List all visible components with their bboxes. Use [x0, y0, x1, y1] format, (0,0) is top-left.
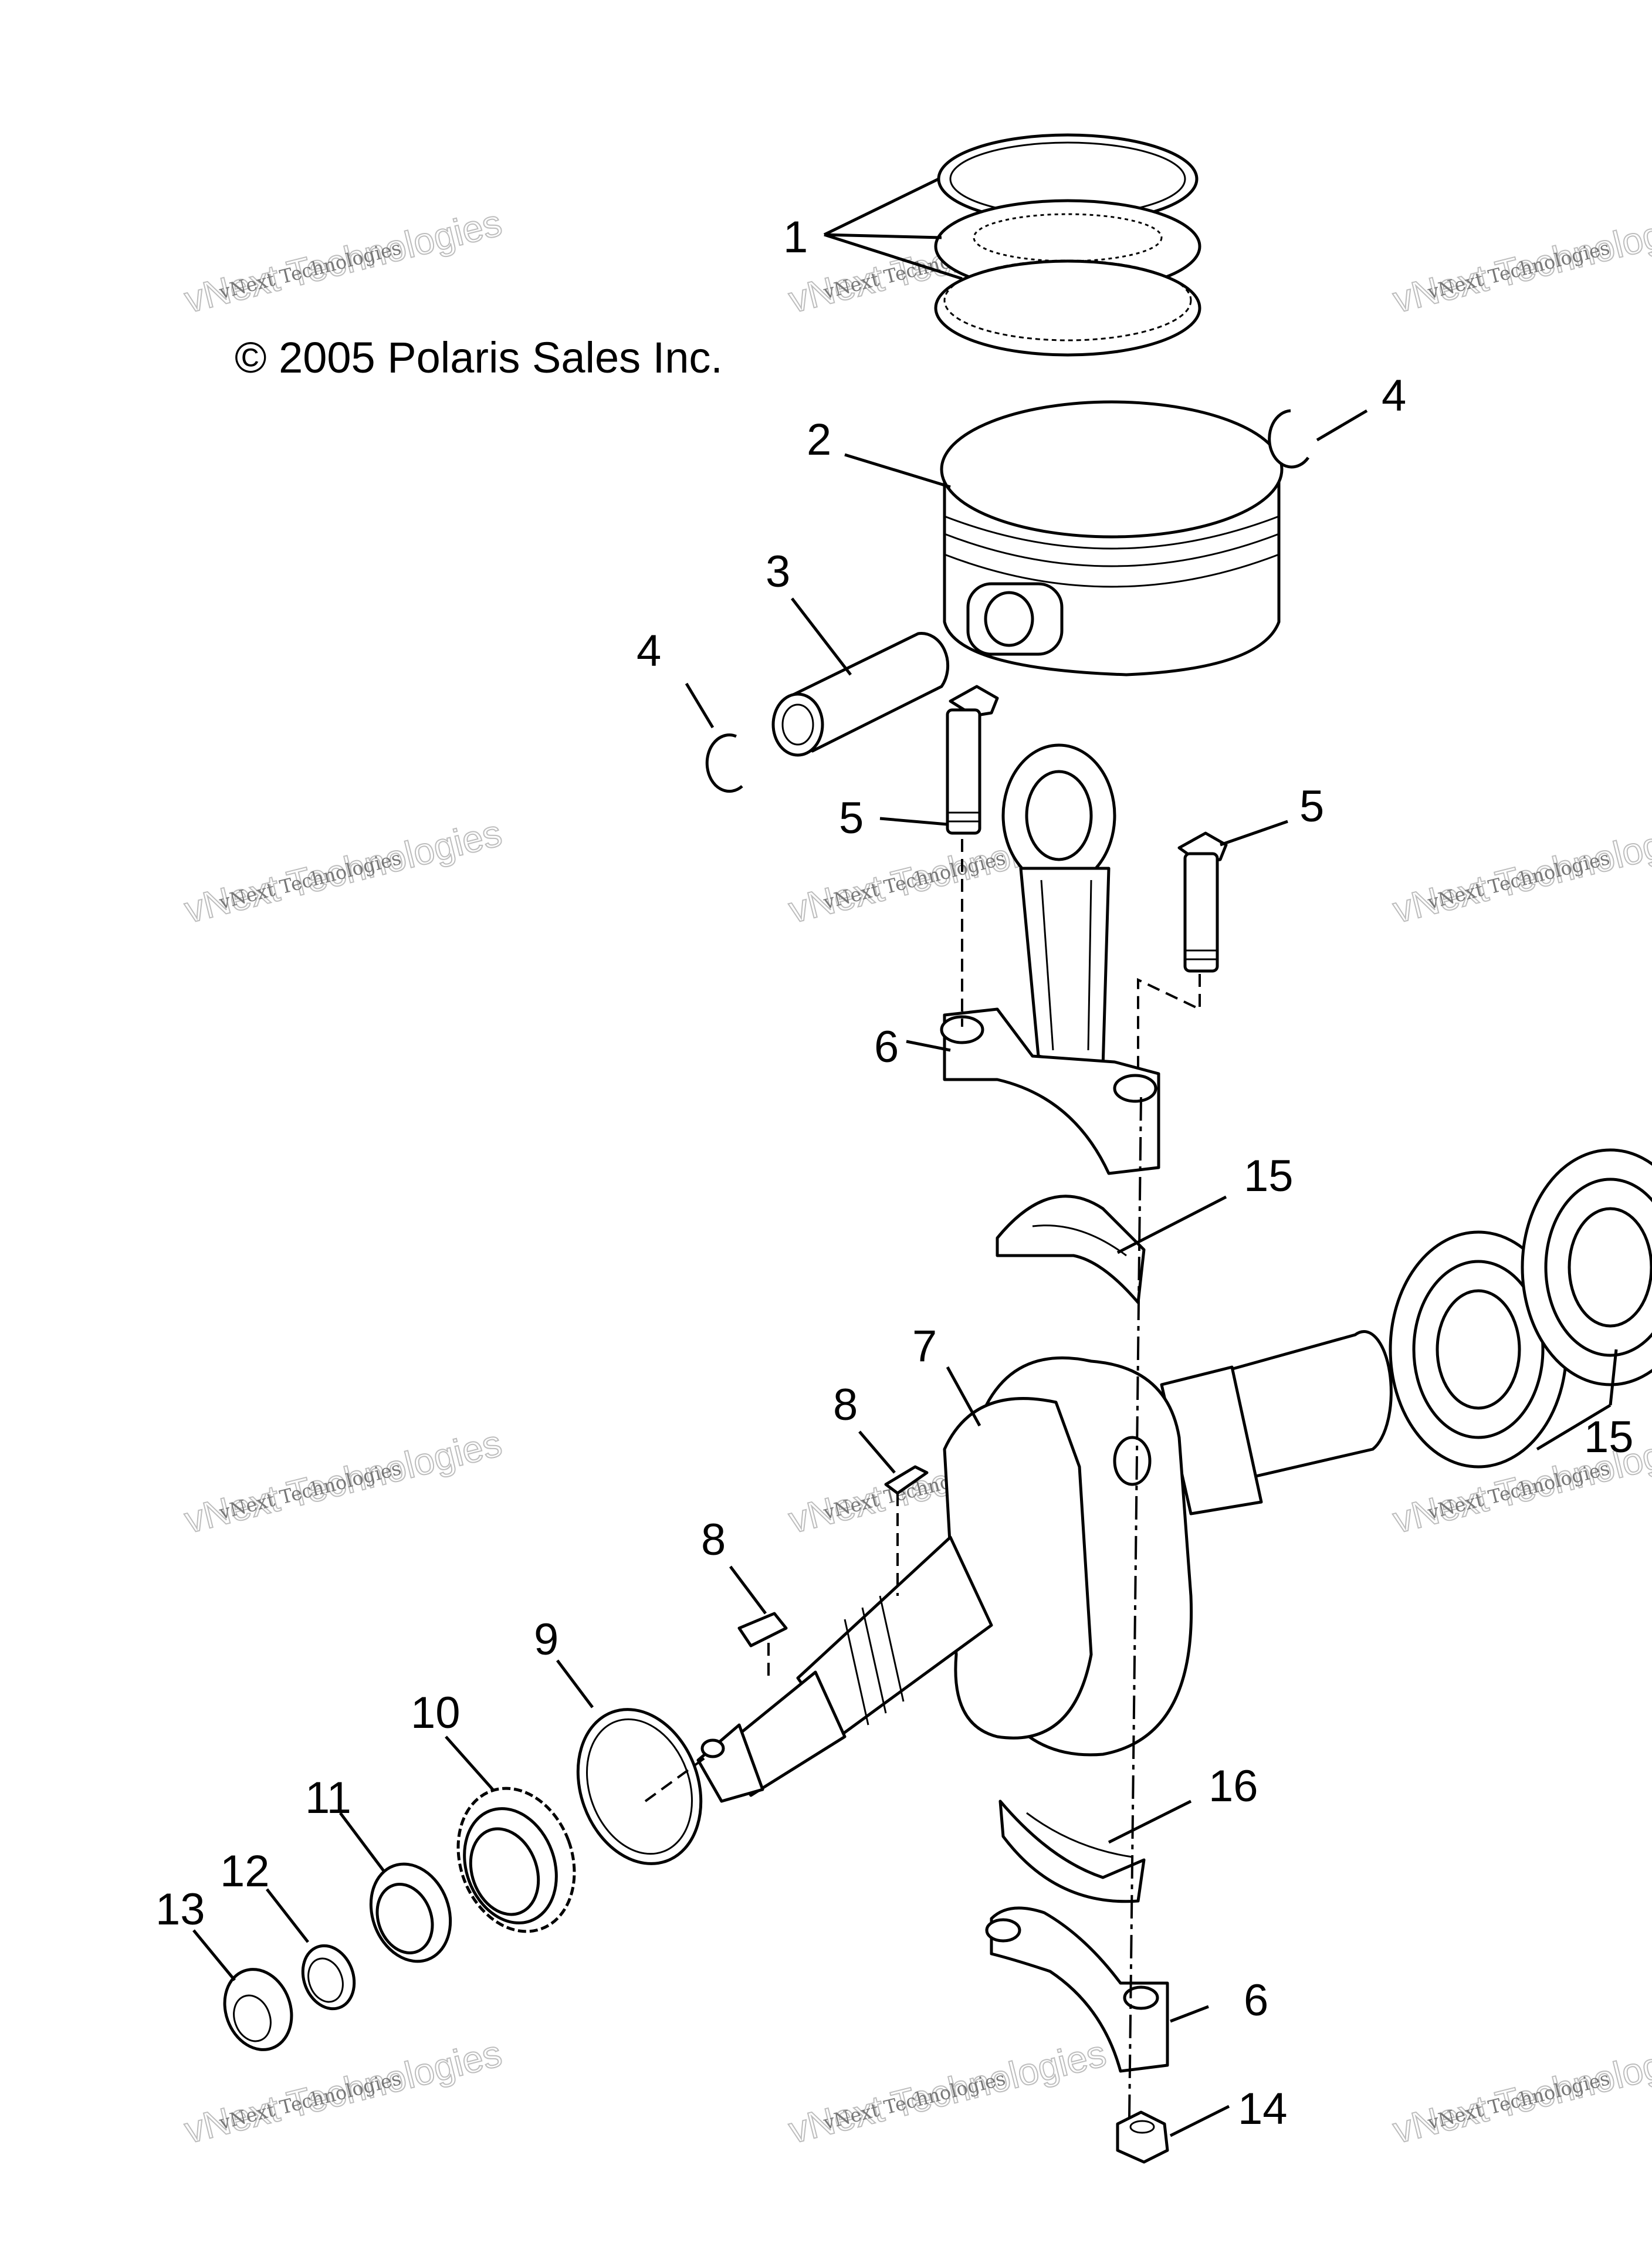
callout-12: 12 [220, 1846, 270, 1896]
centerline [1128, 1097, 1142, 2119]
rod-bolt [1177, 831, 1228, 973]
leader-line [824, 233, 963, 280]
callout-10: 10 [411, 1688, 461, 1738]
callout-8: 8 [833, 1380, 858, 1430]
rod-bearing-lower [998, 1799, 1146, 1903]
callout-4-left: 4 [637, 626, 661, 676]
watermark: vNext Technologies vNext Technologies [1388, 2031, 1652, 2152]
leader-line [1316, 409, 1368, 442]
circlip [705, 733, 743, 793]
rod-cap [985, 1906, 1169, 2073]
rod-bolt [946, 685, 999, 835]
watermark: vNext Technologies vNext Technologies [180, 201, 506, 322]
leader-line [685, 682, 715, 729]
woodruff-key [737, 1612, 788, 1648]
callout-6: 6 [874, 1022, 899, 1072]
piston-rings [934, 133, 1201, 357]
leader-line [824, 233, 942, 239]
leader-line [1169, 2105, 1230, 2137]
watermark: vNext Technologies vNext Technologies [180, 2031, 506, 2152]
callout-14: 14 [1238, 2084, 1288, 2134]
watermark: vNext Technologies vNext Technologies [784, 2031, 1111, 2152]
leader-line [946, 1366, 981, 1427]
leader-line [858, 1430, 896, 1474]
leader-line [1170, 2005, 1209, 2023]
leader-line [1220, 820, 1288, 847]
callout-5: 5 [839, 793, 864, 843]
watermark-group: vNext Technologies vNext Technologies vN… [180, 201, 1652, 2152]
leader-line [1116, 1195, 1227, 1254]
callout-11: 11 [305, 1773, 351, 1823]
piston [940, 400, 1284, 676]
callout-13: 13 [155, 1885, 205, 1934]
watermark: vNext Technologies vNext Technologies [180, 811, 506, 932]
flange-nut [1116, 2110, 1169, 2164]
circlip [1268, 409, 1310, 469]
leader-line [844, 453, 951, 489]
callout-1: 1 [783, 212, 808, 262]
callout-5-right: 5 [1299, 782, 1324, 831]
lock-nut [369, 1862, 452, 1963]
timing-gear [456, 1787, 576, 1933]
leader-line [729, 1565, 767, 1615]
o-ring [576, 1708, 703, 1865]
callout-2: 2 [807, 415, 831, 465]
leader-line [791, 597, 852, 676]
callout-7: 7 [912, 1321, 937, 1371]
callout-15-lower: 16 [1208, 1761, 1258, 1811]
main-bearing [1389, 1230, 1568, 1469]
copyright-notice: © 2005 Polaris Sales Inc. [235, 333, 723, 382]
leader-line [1108, 1799, 1192, 1844]
callout-16: 15 [1584, 1412, 1634, 1462]
woodruff-key [884, 1465, 929, 1495]
assembly-line [644, 1753, 711, 1802]
callout-4: 4 [1382, 371, 1406, 421]
piston-pin [771, 632, 950, 757]
assembly-line [1137, 974, 1201, 1074]
leader-line [906, 1040, 951, 1052]
washer [301, 1944, 356, 2011]
leader-line [1609, 1349, 1618, 1406]
leader-line [879, 817, 948, 826]
crankshaft [696, 1330, 1393, 1803]
leader-line [339, 1812, 385, 1873]
rod-bearing-upper [996, 1195, 1146, 1304]
leader-line [266, 1888, 309, 1943]
hex-nut [223, 1968, 293, 2051]
leader-line [445, 1736, 494, 1791]
leader-line [823, 177, 940, 236]
connecting-rod [940, 743, 1160, 1175]
watermark: vNext Technologies vNext Technologies [1388, 201, 1652, 322]
callout-15: 15 [1244, 1151, 1294, 1201]
callout-6-lower: 6 [1244, 1975, 1268, 2025]
callout-9: 9 [534, 1615, 558, 1665]
main-bearing [1521, 1148, 1652, 1386]
leader-line [1536, 1403, 1612, 1451]
callout-8-lower: 8 [701, 1515, 726, 1565]
callout-3: 3 [766, 547, 790, 597]
watermark: vNext Technologies vNext Technologies [180, 1421, 506, 1542]
leader-line [556, 1659, 594, 1709]
watermark: vNext Technologies vNext Technologies [1388, 811, 1652, 932]
leader-line [192, 1929, 236, 1981]
